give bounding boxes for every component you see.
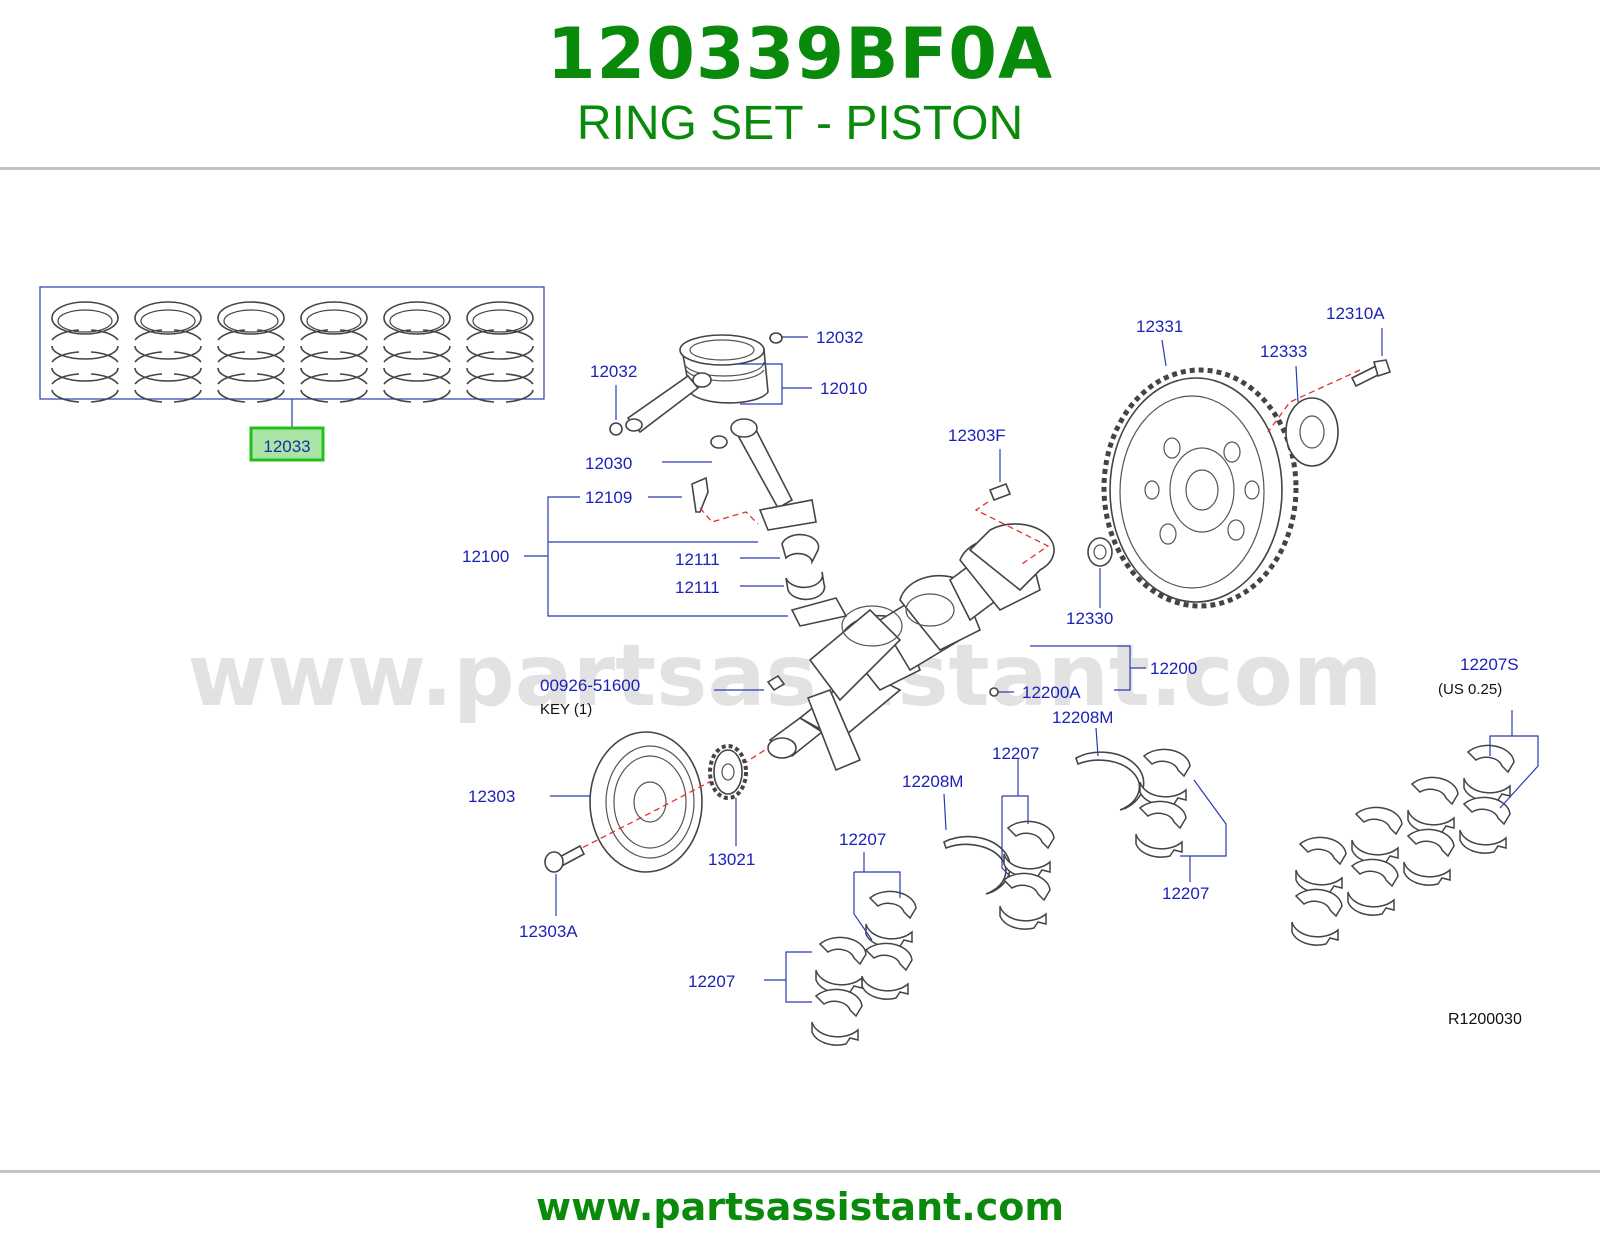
label-12200[interactable]: 12200 [1150,659,1197,678]
header-divider [0,167,1600,170]
main-bearings-group-3 [862,891,916,999]
undersize-bearings-illustration [1292,745,1514,945]
bushing-12330 [1087,537,1113,567]
label-12208M-upper[interactable]: 12208M [1052,708,1113,727]
page-header: 120339BF0A RING SET - PISTON [0,0,1600,170]
parts-diagram: www.partsassistant.com 12033 12032 12032… [0,170,1600,1170]
label-12303F[interactable]: 12303F [948,426,1006,445]
label-12310A[interactable]: 12310A [1326,304,1385,323]
main-bearings-group-1 [1136,749,1190,857]
part-name-subtitle: RING SET - PISTON [576,97,1024,150]
label-12033[interactable]: 12033 [263,437,310,456]
thrust-washer-upper [1075,751,1145,811]
label-12207-mid[interactable]: 12207 [992,744,1039,763]
label-12111-lower[interactable]: 12111 [675,578,720,597]
thrust-washer-lower [943,835,1011,895]
label-12331[interactable]: 12331 [1136,317,1183,336]
label-12207-bottom[interactable]: 12207 [688,972,735,991]
label-12207-lower-mid[interactable]: 12207 [839,830,886,849]
label-12333[interactable]: 12333 [1260,342,1307,361]
label-12200A[interactable]: 12200A [1022,683,1081,702]
highlighted-part-box[interactable] [249,426,325,462]
footer-divider [0,1170,1600,1173]
label-12032-right[interactable]: 12032 [816,328,863,347]
key-part [766,674,786,692]
watermark: www.partsassistant.com [188,626,1383,726]
connecting-rod-illustration [691,418,848,627]
flywheel-illustration [1101,367,1299,609]
diagram-code: R1200030 [1448,1011,1522,1028]
piston-ring-illustrations [51,301,534,403]
part-number-title: 120339BF0A [546,13,1054,95]
label-12207-right[interactable]: 12207 [1162,884,1209,903]
label-12109[interactable]: 12109 [585,488,632,507]
plate-12333 [1285,397,1339,467]
label-12111-upper[interactable]: 12111 [675,550,720,569]
label-12032-left[interactable]: 12032 [590,362,637,381]
label-key-part-number[interactable]: 00926-51600 [540,676,640,695]
label-12030[interactable]: 12030 [585,454,632,473]
sprocket-13021 [708,744,748,800]
plug-12200A [989,687,999,697]
label-key-note: KEY (1) [540,701,592,718]
label-12010[interactable]: 12010 [820,379,867,398]
pulley-illustration [589,731,703,873]
label-12303A[interactable]: 12303A [519,922,578,941]
label-12207S[interactable]: 12207S [1460,655,1519,674]
main-bearings-group-4 [812,937,866,1045]
label-12330[interactable]: 12330 [1066,609,1113,628]
piston-illustration [609,332,783,436]
crankshaft-illustration [767,523,1055,772]
label-13021[interactable]: 13021 [708,850,755,869]
label-12207S-note: (US 0.25) [1438,681,1502,698]
label-12208M-lower[interactable]: 12208M [902,772,963,791]
footer-url-link[interactable]: www.partsassistant.com [536,1185,1064,1229]
dowel-12303F [988,482,1012,502]
label-12303[interactable]: 12303 [468,787,515,806]
label-12100[interactable]: 12100 [462,547,509,566]
